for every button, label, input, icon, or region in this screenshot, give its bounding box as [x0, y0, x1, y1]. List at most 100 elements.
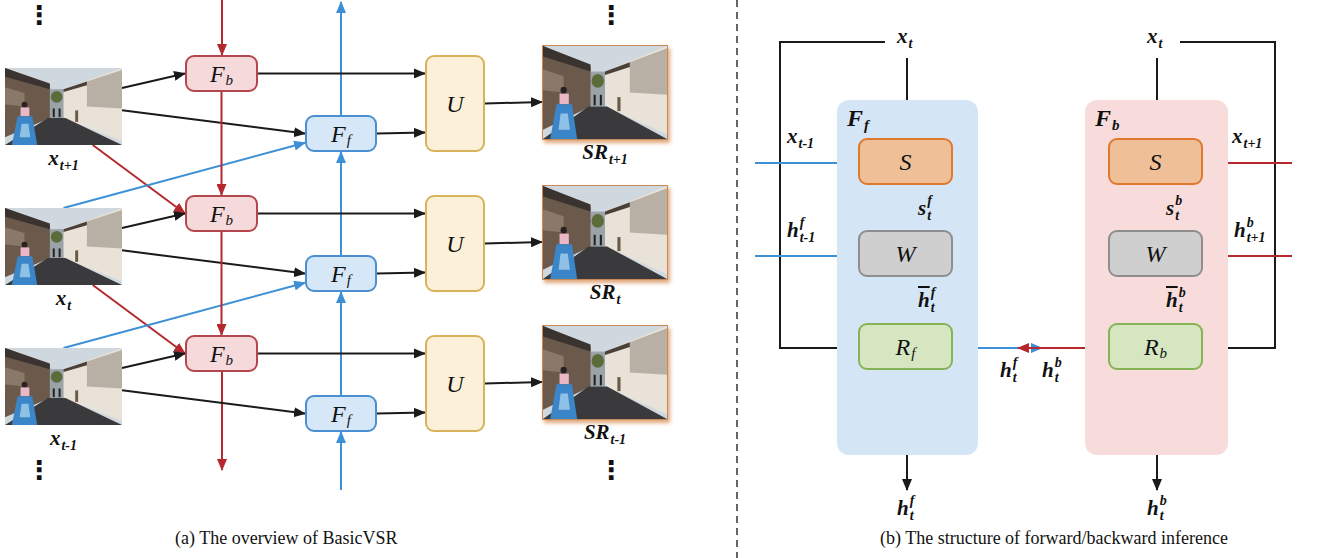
index-stack: ft: [927, 194, 932, 223]
forward-branch-panel: FfSWRf: [837, 100, 978, 455]
node-label: Ff: [331, 262, 351, 286]
symbol-name: F: [331, 402, 346, 426]
symbol-name: W: [1146, 242, 1166, 266]
symbol-name: F: [210, 342, 225, 366]
subscript: t: [931, 301, 936, 316]
symbol-name: SR: [584, 422, 610, 443]
superscript: f: [910, 494, 915, 509]
variable-name: h: [918, 290, 930, 311]
math-label: ⋮: [598, 455, 624, 485]
subfigure-caption: (b) The structure of forward/backward in…: [880, 528, 1228, 549]
data-flow-arrow: [122, 214, 185, 229]
node-label: xt-1: [50, 428, 77, 449]
math-label: hbt: [1042, 356, 1062, 385]
superscript: f: [931, 286, 936, 301]
street-scene: [5, 208, 122, 285]
forward-module: Ff: [305, 115, 377, 152]
subscript: t: [1179, 301, 1186, 316]
continuation-dots: ⋮: [26, 455, 52, 485]
upsampling-module: U: [425, 55, 485, 152]
math-label: sbt: [1166, 194, 1182, 223]
subscript: t+1: [1247, 231, 1266, 246]
subscript: t-1: [61, 439, 77, 453]
symbol-name: R: [896, 335, 911, 359]
data-flow-arrow: [221, 92, 223, 195]
residual-block-box: Rb: [1108, 323, 1203, 370]
backward-branch-panel: FbSWRb: [1085, 100, 1228, 455]
math-label: ⋮: [26, 455, 52, 485]
node-label: SRt-1: [584, 422, 626, 443]
math-label: hft: [1000, 356, 1017, 385]
frame-illustration: [5, 68, 122, 145]
street-scene: [543, 326, 667, 419]
variable-name: s: [1166, 198, 1174, 219]
math-label: (a) The overview of BasicVSR: [175, 528, 398, 549]
symbol-name: F: [331, 122, 346, 146]
symbol-name: SR: [590, 282, 616, 303]
data-flow-arrow: [340, 292, 342, 395]
index-stack: bt: [1179, 286, 1186, 315]
input-frame: xt-1: [5, 348, 122, 425]
output-frame: SRt: [542, 185, 668, 280]
superscript: f: [800, 216, 816, 231]
data-flow-arrow: [377, 272, 425, 275]
math-label: (b) The structure of forward/backward in…: [880, 528, 1228, 549]
symbol-name: F: [847, 106, 863, 130]
data-flow-arrow: [377, 412, 425, 415]
symbol-name: U: [446, 92, 463, 116]
data-flow-arrow: [258, 352, 425, 354]
forward-module: Ff: [305, 395, 377, 432]
node-label: W: [1146, 242, 1166, 266]
node-label: Fb: [210, 202, 233, 226]
subscript: t+1: [1244, 137, 1263, 151]
subscript: t: [616, 293, 620, 307]
superscript: b: [1179, 286, 1186, 301]
symbol-name: U: [446, 372, 463, 396]
backward-module: Fb: [185, 335, 258, 372]
symbol-name: x: [56, 288, 67, 309]
variable-name: h: [1147, 498, 1159, 519]
math-label: ⋮: [598, 0, 624, 30]
subscript: t+1: [60, 159, 79, 173]
data-flow-arrow: [122, 250, 305, 273]
subscript: t-1: [611, 433, 627, 447]
backward-module: Fb: [185, 195, 258, 232]
symbol-name: F: [1095, 106, 1111, 130]
math-label: hft: [897, 494, 914, 523]
math-label: hft: [918, 286, 935, 315]
index-stack: ft-1: [800, 216, 816, 245]
index-stack: bt: [1160, 494, 1167, 523]
subscript: t+1: [609, 153, 628, 167]
symbol-name: U: [446, 232, 463, 256]
index-stack: ft: [931, 286, 936, 315]
subscript: f: [347, 273, 351, 288]
node-label: SRt: [590, 282, 621, 303]
output-frame: SRt+1: [542, 45, 668, 140]
node-label: Rb: [1144, 335, 1167, 359]
subscript: t-1: [799, 137, 815, 151]
variable-name: x: [1232, 126, 1243, 147]
math-label: hft-1: [787, 216, 815, 245]
warping-box: W: [1108, 230, 1203, 277]
node-label: Ff: [331, 402, 351, 426]
subfigure-caption: (a) The overview of BasicVSR: [175, 528, 398, 549]
upsampling-module: U: [425, 195, 485, 292]
subscript: b: [1112, 118, 1120, 133]
math-label: hbt: [1147, 494, 1167, 523]
input-frame: xt: [5, 208, 122, 285]
node-label: W: [896, 242, 916, 266]
math-label: hbt+1: [1234, 216, 1266, 245]
forward-module: Ff: [305, 255, 377, 292]
index-stack: bt: [1175, 194, 1182, 223]
node-label: Fb: [210, 62, 233, 86]
continuation-dots: ⋮: [598, 0, 624, 30]
subscript: b: [226, 213, 234, 228]
continuation-dots: ⋮: [598, 455, 624, 485]
math-label: hbt: [1166, 286, 1186, 315]
node-label: Rf: [896, 335, 916, 359]
data-flow-arrow: [340, 152, 342, 255]
data-flow-arrow: [377, 132, 425, 135]
upsampling-module: U: [425, 335, 485, 432]
superscript: b: [1160, 494, 1167, 509]
subscript: f: [911, 346, 915, 361]
